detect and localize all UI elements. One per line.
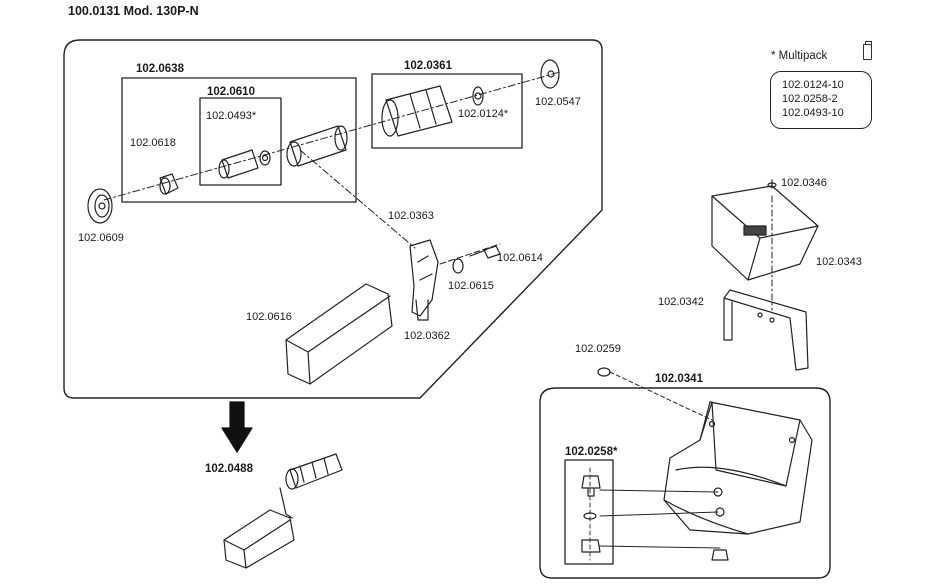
multipack-list: 102.0124-10 102.0258-2 102.0493-10 xyxy=(770,71,872,129)
label-group-0341: 102.0341 xyxy=(655,373,703,385)
group-box-102-0258 xyxy=(564,459,614,565)
part-0615-drawing xyxy=(452,258,464,274)
label-group-0361: 102.0361 xyxy=(404,60,452,72)
part-0547-drawing xyxy=(540,59,560,89)
label-group-0638: 102.0638 xyxy=(136,63,184,75)
part-0609-drawing xyxy=(87,188,113,224)
part-0259-drawing xyxy=(597,367,611,377)
label-part-0615: 102.0615 xyxy=(448,280,494,292)
part-0341-drawing xyxy=(663,401,813,535)
multipack-heading: * Multipack xyxy=(771,50,828,62)
arrow-down xyxy=(221,401,253,453)
part-0258-drawing xyxy=(581,467,601,561)
part-0363-drawing xyxy=(409,239,439,321)
assembly-axis xyxy=(103,71,561,201)
label-part-0362: 102.0362 xyxy=(404,330,450,342)
part-0614-drawing xyxy=(469,245,501,259)
label-part-0346: 102.0346 xyxy=(781,177,827,189)
part-0493-drawing xyxy=(218,149,271,179)
label-part-0614: 102.0614 xyxy=(497,252,543,264)
group-box-102-0610 xyxy=(199,97,282,186)
part-0488-drawing xyxy=(223,453,343,569)
label-part-0618: 102.0618 xyxy=(130,137,176,149)
part-0342-drawing xyxy=(723,289,809,371)
label-part-0547: 102.0547 xyxy=(535,96,581,108)
part-0343-drawing xyxy=(711,179,819,281)
part-0616-drawing xyxy=(285,283,393,385)
package-icon xyxy=(863,41,872,60)
group-box-102-0361 xyxy=(371,73,523,149)
label-part-0488: 102.0488 xyxy=(205,463,253,475)
label-group-0258: 102.0258* xyxy=(565,446,618,458)
label-part-0343: 102.0343 xyxy=(816,256,862,268)
label-part-0363: 102.0363 xyxy=(388,210,434,222)
sleeve-drawing xyxy=(286,125,348,167)
multipack-item: 102.0124-10 xyxy=(782,79,844,91)
group-box-102-0638 xyxy=(121,77,357,203)
group-box-102-0341 xyxy=(539,387,831,579)
label-part-0609: 102.0609 xyxy=(78,232,124,244)
part-0618-drawing xyxy=(159,173,179,195)
label-group-0610: 102.0610 xyxy=(207,86,255,98)
label-part-0493: 102.0493* xyxy=(206,110,257,122)
multipack-item: 102.0258-2 xyxy=(782,93,838,105)
multipack-item: 102.0493-10 xyxy=(782,107,844,119)
assembly-axis-3 xyxy=(439,243,501,265)
nut-bottom xyxy=(711,549,729,561)
label-part-0616: 102.0616 xyxy=(246,311,292,323)
part-0361-drawing xyxy=(381,85,484,137)
assembly-axis-2 xyxy=(299,149,416,249)
assembly-frame xyxy=(63,39,603,399)
label-part-0259: 102.0259 xyxy=(575,343,621,355)
page-title: 100.0131 Mod. 130P-N xyxy=(68,4,199,18)
label-part-0124: 102.0124* xyxy=(458,108,509,120)
label-part-0342: 102.0342 xyxy=(658,296,704,308)
